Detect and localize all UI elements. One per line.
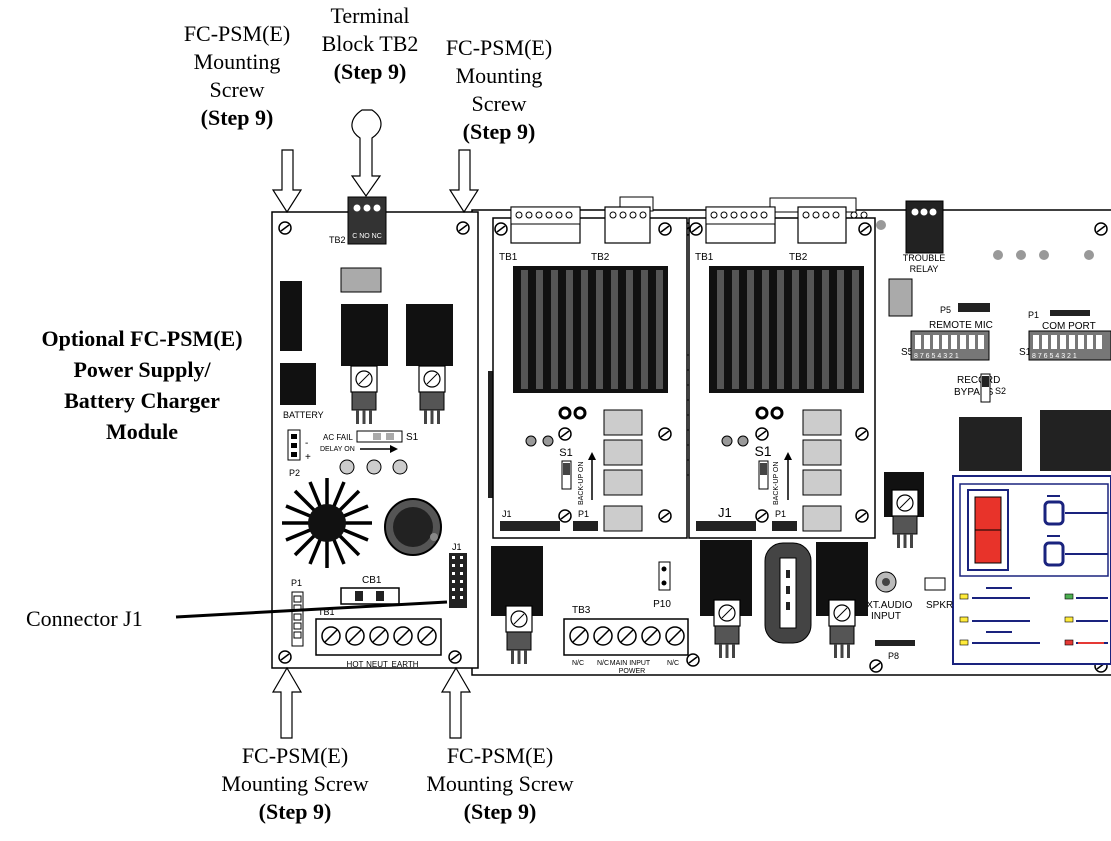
- svg-text:8 7 6 5 4 3 2 1: 8 7 6 5 4 3 2 1: [1032, 353, 1077, 360]
- bypass-label: BYPASS: [954, 387, 994, 398]
- svg-text:CB1: CB1: [362, 575, 382, 586]
- relay-label: RELAY: [910, 264, 939, 274]
- svg-text:P1: P1: [578, 509, 589, 519]
- callout-screw-top-left: FC-PSM(E) Mounting Screw (Step 9): [183, 21, 291, 130]
- svg-text:P8: P8: [888, 651, 899, 661]
- fc-psm-module: C NO NC TB2 BATTERY - + P2 AC FAIL DELAY…: [271, 196, 479, 669]
- svg-text:8 7 6 5 4 3 2 1: 8 7 6 5 4 3 2 1: [914, 353, 959, 360]
- svg-text:N/C: N/C: [667, 660, 679, 667]
- svg-text:BACK-UP ON: BACK-UP ON: [578, 462, 585, 505]
- s1-label: S1: [1019, 347, 1032, 358]
- svg-text:+: +: [305, 452, 311, 463]
- svg-text:P1: P1: [775, 509, 786, 519]
- dip-switch-s1: 8 7 6 5 4 3 2 1: [1028, 330, 1111, 361]
- callout-terminal-tb2: Terminal Block TB2 (Step 9): [321, 3, 419, 84]
- callout-screw-bottom-left: FC-PSM(E) Mounting Screw (Step 9): [221, 743, 369, 824]
- svg-text:J1: J1: [718, 505, 732, 520]
- callout-module-label: Optional FC-PSM(E) Power Supply/ Battery…: [41, 326, 243, 444]
- callout-screw-top-right: FC-PSM(E) Mounting Screw (Step 9): [445, 35, 553, 144]
- svg-text:J1: J1: [452, 542, 462, 552]
- arrow-screw-bottom-right: [440, 666, 472, 739]
- callout-connector-j1: Connector J1: [26, 606, 143, 631]
- svg-text:P1: P1: [291, 578, 302, 588]
- svg-text:N/C: N/C: [572, 660, 584, 667]
- svg-text:TB1: TB1: [695, 252, 714, 263]
- terminal-block-tb3: TB3 N/C N/C MAIN INPUT POWER N/C: [563, 605, 689, 675]
- svg-text:POWER: POWER: [619, 668, 645, 675]
- svg-text:EARTH: EARTH: [392, 660, 419, 669]
- p1-label: P1: [1028, 310, 1039, 320]
- trouble-label: TROUBLE: [903, 253, 946, 263]
- svg-text:NEUT: NEUT: [366, 660, 388, 669]
- svg-text:MAIN INPUT: MAIN INPUT: [610, 660, 651, 667]
- svg-text:-: -: [305, 438, 308, 449]
- p5-label: P5: [940, 305, 951, 315]
- terminal-block-tb2: C NO NC: [347, 196, 387, 245]
- dip-switch-s5: 8 7 6 5 4 3 2 1: [910, 330, 990, 361]
- svg-text:N/C: N/C: [597, 660, 609, 667]
- callout-arrows: [271, 109, 480, 739]
- amplifier-module-2: TB1 TB2 S1 BACK-UP ON J1 P1: [688, 197, 876, 539]
- connector-j1-leader: [175, 600, 448, 619]
- svg-text:TB1: TB1: [499, 252, 518, 263]
- arrow-screw-bottom-left: [271, 666, 303, 739]
- svg-text:TB2: TB2: [591, 252, 610, 263]
- svg-text:S1: S1: [754, 443, 771, 459]
- callout-screw-bottom-right: FC-PSM(E) Mounting Screw (Step 9): [426, 743, 574, 824]
- spkr-label: SPKR: [926, 600, 953, 611]
- svg-text:S2: S2: [995, 386, 1006, 396]
- svg-text:J1: J1: [502, 509, 512, 519]
- svg-text:TB1: TB1: [318, 607, 335, 617]
- com-port-label: COM PORT: [1042, 321, 1096, 332]
- amplifier-module-1: TB1 TB2 S1 BACK-UP ON J1 P1: [492, 196, 688, 539]
- svg-text:TB2: TB2: [329, 235, 346, 245]
- svg-text:P10: P10: [653, 599, 671, 610]
- svg-text:P2: P2: [289, 468, 300, 478]
- record-label: RECORD: [957, 375, 1000, 386]
- remote-mic-label: REMOTE MIC: [929, 320, 993, 331]
- trouble-relay-terminal: TROUBLE RELAY: [903, 200, 946, 274]
- svg-text:BATTERY: BATTERY: [283, 410, 324, 420]
- arrow-screw-top-right: [448, 149, 480, 214]
- svg-text:TB3: TB3: [572, 605, 591, 616]
- svg-text:BACK-UP ON: BACK-UP ON: [773, 462, 780, 505]
- arrow-terminal-tb2: [350, 109, 382, 198]
- s5-label: S5: [901, 347, 914, 358]
- arrow-screw-top-left: [271, 149, 303, 214]
- svg-text:S1: S1: [559, 447, 572, 459]
- ext-audio-label: EXT.AUDIO: [860, 600, 913, 611]
- front-panel: [952, 475, 1111, 665]
- svg-text:TB2: TB2: [789, 252, 808, 263]
- svg-text:AC FAIL: AC FAIL: [323, 433, 353, 442]
- svg-text:DELAY ON: DELAY ON: [320, 446, 355, 453]
- svg-text:S1: S1: [406, 432, 419, 443]
- svg-text:C NO NC: C NO NC: [352, 233, 382, 240]
- input-label: INPUT: [871, 611, 901, 622]
- svg-text:HOT: HOT: [347, 660, 364, 669]
